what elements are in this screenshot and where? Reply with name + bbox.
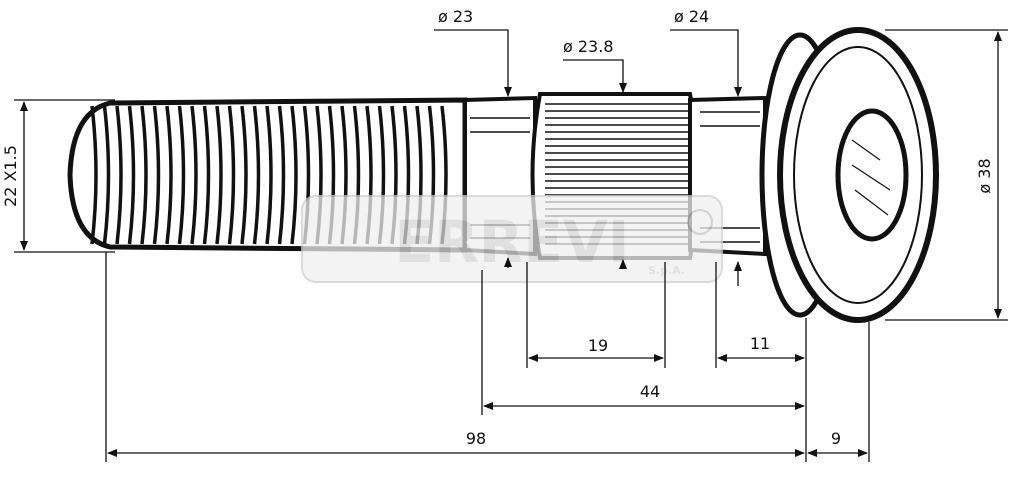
label-len-44: 44 [640,382,660,401]
thread-line [90,105,98,245]
label-len-19: 19 [588,336,608,355]
watermark-suffix: S.p.A. [648,264,685,277]
label-thread: 22 X1.5 [1,145,20,207]
thread-line [202,105,211,245]
label-len-11: 11 [750,334,770,353]
watermark-brand: ERREVI [394,208,629,276]
label-len-9: 9 [831,429,841,448]
label-dia-38: ø 38 [975,158,994,193]
label-dia-23-8: ø 23.8 [563,37,614,56]
head-face-inner [793,46,923,304]
thread-line [102,105,111,245]
label-len-98: 98 [466,429,486,448]
thread-line [277,105,286,245]
stud-part [67,27,939,323]
watermark-logo: ERREVI S.p.A. [301,195,723,283]
label-dia-24: ø 24 [674,7,709,26]
thread-line [215,105,223,245]
thread-line [290,105,298,245]
thread-line [227,105,236,245]
thread-line [240,105,248,245]
dimension-labels: ø 23 ø 23.8 ø 24 ø 38 22 X1.5 19 11 44 9… [1,7,994,448]
label-dia-23: ø 23 [438,7,473,26]
thread-line [252,105,261,245]
thread-line [265,105,273,245]
thread-line [190,105,198,245]
head-center-boss [835,108,909,242]
thread-line [115,105,123,245]
thread-line [127,105,136,245]
thread-line [152,105,161,245]
thread-line [165,105,173,245]
thread-line [177,105,186,245]
dimension-lines [14,29,1008,462]
thread-line [140,105,148,245]
